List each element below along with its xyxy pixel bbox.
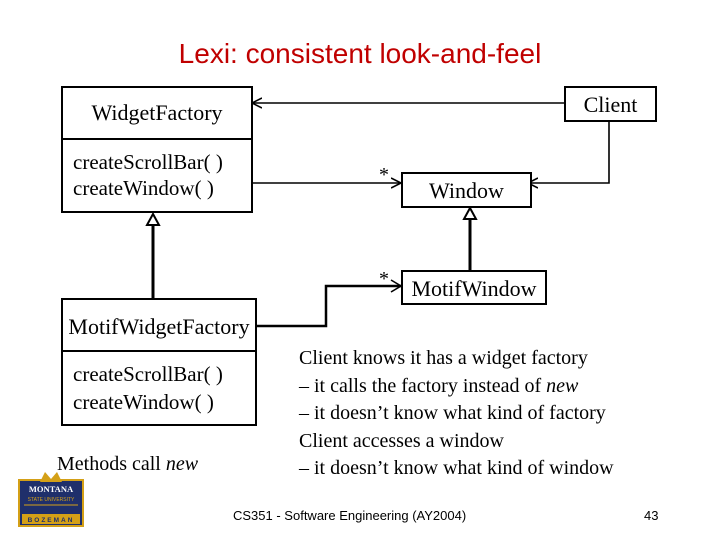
client-to-window-association	[528, 121, 610, 183]
multiplicity-window: *	[379, 164, 389, 186]
widgetfactory-divider	[63, 138, 251, 140]
motiffactory-to-motifwindow-association	[256, 284, 401, 328]
slide-page-number: 43	[644, 508, 659, 523]
logo-bozeman-text: BOZEMAN	[28, 517, 75, 524]
methods-call-text: Methods call	[57, 453, 161, 475]
motifwidgetfactory-method-createwindow: createWindow( )	[73, 390, 214, 414]
motifwidgetfactory-method-createscrollbar: createScrollBar( )	[73, 362, 223, 386]
methods-call-new: new	[165, 453, 199, 475]
note-line-3: – it doesn’t know what kind of factory	[299, 402, 606, 424]
note-line-2-text: – it calls the factory instead of	[299, 374, 542, 397]
client-class-box: Client	[564, 86, 657, 122]
note-line-1: Client knows it has a widget factory	[299, 347, 588, 369]
motifwidgetfactory-divider	[63, 350, 255, 352]
montana-state-university-logo: MONTANA STATE UNIVERSITY BOZEMAN	[18, 470, 84, 528]
note-line-5: – it doesn’t know what kind of window	[299, 457, 614, 479]
logo-montana-text: MONTANA	[29, 484, 74, 494]
logo-state-university-text: STATE UNIVERSITY	[28, 497, 75, 503]
window-generalization-triangle	[462, 205, 478, 220]
widgetfactory-class-name: WidgetFactory	[91, 100, 223, 125]
window-class-box: Window	[401, 172, 532, 208]
multiplicity-motifwindow: *	[379, 268, 389, 290]
window-class-name: Window	[429, 178, 504, 203]
explanation-notes: Client knows it has a widget factory – i…	[299, 345, 614, 483]
widgetfactory-method-createwindow: createWindow( )	[73, 176, 214, 200]
factory-generalization-triangle	[145, 211, 161, 226]
client-class-name: Client	[583, 92, 638, 117]
motifwindow-class-box: MotifWindow	[401, 270, 547, 305]
motifwidgetfactory-class-box: MotifWidgetFactory createScrollBar( ) cr…	[61, 298, 257, 426]
slide-title: Lexi: consistent look-and-feel	[178, 38, 542, 69]
methods-call-note: Methods call new	[57, 453, 198, 476]
note-line-2-new: new	[546, 374, 579, 397]
motifwidgetfactory-class-name: MotifWidgetFactory	[68, 314, 250, 339]
note-line-2: – it calls the factory instead of new	[299, 373, 614, 401]
note-line-4: Client accesses a window	[299, 429, 504, 452]
slide-footer-course: CS351 - Software Engineering (AY2004)	[233, 508, 467, 523]
motifwindow-class-name: MotifWindow	[411, 276, 537, 301]
widgetfactory-class-box: WidgetFactory createScrollBar( ) createW…	[61, 86, 253, 213]
msu-logo-shield-icon: MONTANA STATE UNIVERSITY BOZEMAN	[18, 472, 84, 527]
widgetfactory-method-createscrollbar: createScrollBar( )	[73, 150, 223, 174]
